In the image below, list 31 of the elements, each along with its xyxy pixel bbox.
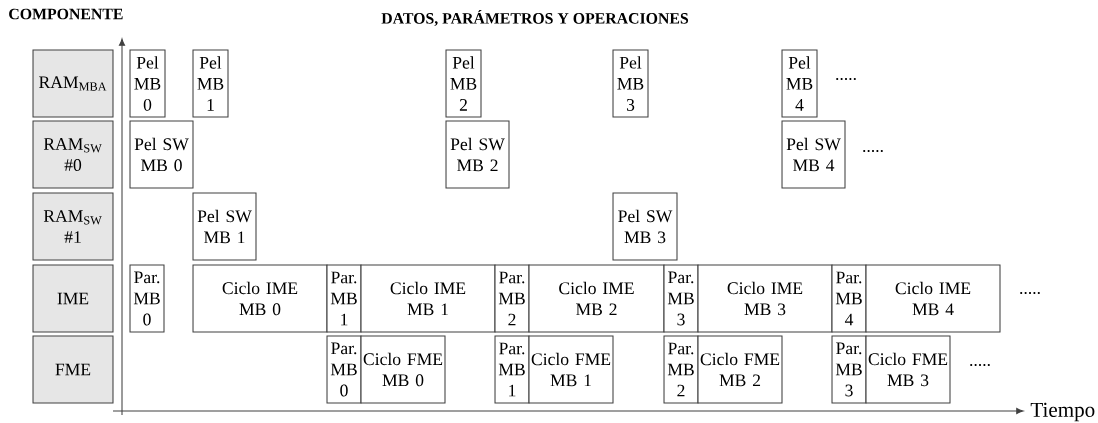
ellipsis-dots: ..... bbox=[1020, 291, 1040, 295]
parameter-box: Pel MB 1 bbox=[192, 49, 229, 118]
parameter-box: Par. MB 0 bbox=[326, 335, 362, 404]
ellipsis-dots: ..... bbox=[863, 149, 883, 153]
parameter-box: Pel MB 0 bbox=[129, 49, 166, 118]
parameter-box: Par. MB 0 bbox=[129, 264, 165, 333]
parameter-box: Par. MB 1 bbox=[326, 264, 362, 333]
column-heading: DATOS, PARÁMETROS Y OPERACIONES bbox=[381, 10, 689, 26]
parameter-box: Par. MB 3 bbox=[663, 264, 699, 333]
data-box: Pel SW MB 4 bbox=[781, 120, 846, 189]
parameter-box: Par. MB 1 bbox=[494, 335, 530, 404]
component-box: IME bbox=[32, 264, 114, 333]
ellipsis-dots: ..... bbox=[970, 363, 990, 367]
axis-label: Tiempo bbox=[1030, 402, 1095, 422]
component-box: RAM$_{MBA}$ bbox=[32, 49, 114, 118]
component-box: FME bbox=[32, 335, 114, 404]
parameter-box: Par. MB 3 bbox=[831, 335, 867, 404]
parameter-box: Pel MB 3 bbox=[612, 49, 649, 118]
column-heading: COMPONENTE bbox=[9, 8, 123, 20]
data-box: Pel SW MB 3 bbox=[612, 192, 678, 261]
component-box: RAM$_{SW}$ #1 bbox=[32, 192, 114, 261]
data-box: Pel SW MB 1 bbox=[192, 192, 257, 261]
parameter-box: Par. MB 2 bbox=[494, 264, 530, 333]
parameter-box: Pel MB 2 bbox=[445, 49, 482, 118]
parameter-box: Par. MB 2 bbox=[663, 335, 699, 404]
parameter-box: Pel MB 4 bbox=[781, 49, 818, 118]
parameter-box: Par. MB 4 bbox=[831, 264, 867, 333]
ellipsis-dots: ..... bbox=[836, 77, 856, 81]
data-box: Pel SW MB 2 bbox=[445, 120, 510, 189]
component-box: RAM$_{SW}$ #0 bbox=[32, 120, 114, 189]
data-box: Pel SW MB 0 bbox=[129, 120, 194, 189]
